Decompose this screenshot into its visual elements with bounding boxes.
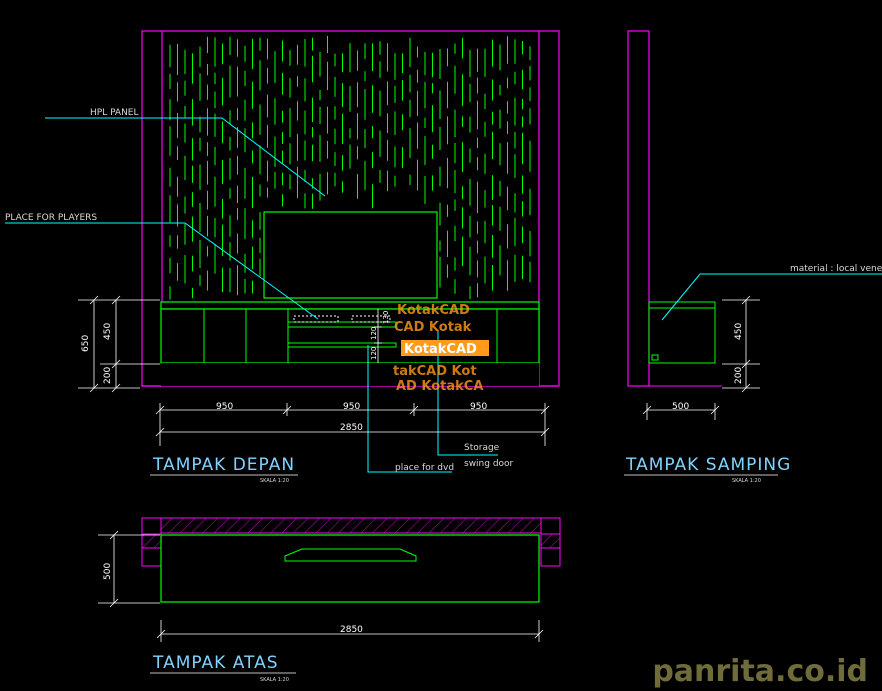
top-view: 500 2850 TAMPAK ATAS SKALA 1:20 (98, 517, 561, 683)
dim-shelf-c: 120 (370, 347, 378, 360)
player-box-2 (351, 315, 391, 323)
swing-door-note: swing door (464, 459, 514, 469)
dim-cabinet-height: 450 (103, 323, 113, 340)
dvd-shelf (287, 342, 397, 348)
brand-watermark: panrita.co.id (652, 654, 868, 689)
watermark-group: KotakCAD CAD Kotak KotakCAD takCAD Kot A… (393, 303, 489, 394)
storage-leader (437, 330, 498, 456)
dim-total-height: 650 (81, 335, 91, 352)
material-note: material : local vene (790, 264, 882, 274)
watermark-highlight (401, 340, 489, 356)
top-dim-total-width: 2850 (340, 625, 363, 635)
storage-note: Storage (464, 443, 500, 453)
side-cabinet-body (648, 307, 716, 364)
front-view-scale: SKALA 1:20 (260, 478, 289, 484)
top-right-post-hatch (540, 533, 561, 549)
left-side-panel (141, 30, 163, 387)
top-dims (98, 530, 544, 642)
cabinet-top (160, 301, 540, 310)
side-view: material : local vene 450 200 500 TAMPAK… (624, 30, 882, 484)
dim-width-3: 950 (470, 402, 487, 412)
top-view-title: TAMPAK ATAS (152, 653, 279, 673)
front-view-title: TAMPAK DEPAN (152, 455, 295, 475)
side-dim-cabinet-height: 450 (734, 323, 744, 340)
top-dim-depth: 500 (103, 563, 113, 580)
dim-shelf-a: 130 (382, 311, 390, 324)
hpl-panel-note: HPL PANEL (90, 108, 139, 118)
side-dim-plinth-height: 200 (734, 367, 744, 384)
side-dim-depth: 500 (672, 402, 689, 412)
watermark-4: takCAD Kot (393, 364, 477, 379)
front-vertical-dims (78, 295, 382, 393)
player-box (293, 315, 339, 323)
side-dims (642, 295, 760, 420)
dim-width-2: 950 (343, 402, 360, 412)
place-for-dvd-note: place for dvd (395, 463, 454, 473)
dim-width-1: 950 (216, 402, 233, 412)
dvd-leader (367, 345, 452, 473)
tv-screen (263, 211, 438, 299)
right-side-panel (538, 30, 560, 387)
players-leader (5, 222, 319, 320)
open-shelf (287, 321, 397, 328)
top-back-panel (160, 517, 542, 534)
side-back-panel (627, 30, 650, 387)
top-tv-outline (284, 548, 417, 562)
wood-grain-pattern (169, 36, 531, 382)
side-hinge (651, 354, 659, 361)
top-cabinet-outline (160, 534, 540, 603)
plinth (161, 363, 539, 386)
side-view-scale: SKALA 1:20 (732, 478, 761, 484)
watermark-2: CAD Kotak (394, 320, 472, 335)
front-horizontal-dims (155, 403, 550, 446)
front-view: HPL PANEL PLACE FOR PLAYERS place for dv… (5, 30, 560, 484)
watermark-5: AD KotakCA (396, 379, 483, 394)
dim-plinth-height: 200 (103, 367, 113, 384)
dim-total-width: 2850 (340, 423, 363, 433)
top-view-scale: SKALA 1:20 (260, 677, 289, 683)
watermark-3: KotakCAD (404, 342, 477, 357)
top-left-post-hatch (141, 533, 162, 549)
dim-shelf-b: 120 (370, 327, 378, 340)
hpl-panel-leader (45, 117, 326, 197)
material-leader (661, 273, 882, 321)
side-view-title: TAMPAK SAMPING (625, 455, 791, 475)
side-cabinet-top (648, 301, 716, 309)
place-for-players-note: PLACE FOR PLAYERS (5, 213, 97, 223)
watermark-1: KotakCAD (397, 303, 470, 318)
